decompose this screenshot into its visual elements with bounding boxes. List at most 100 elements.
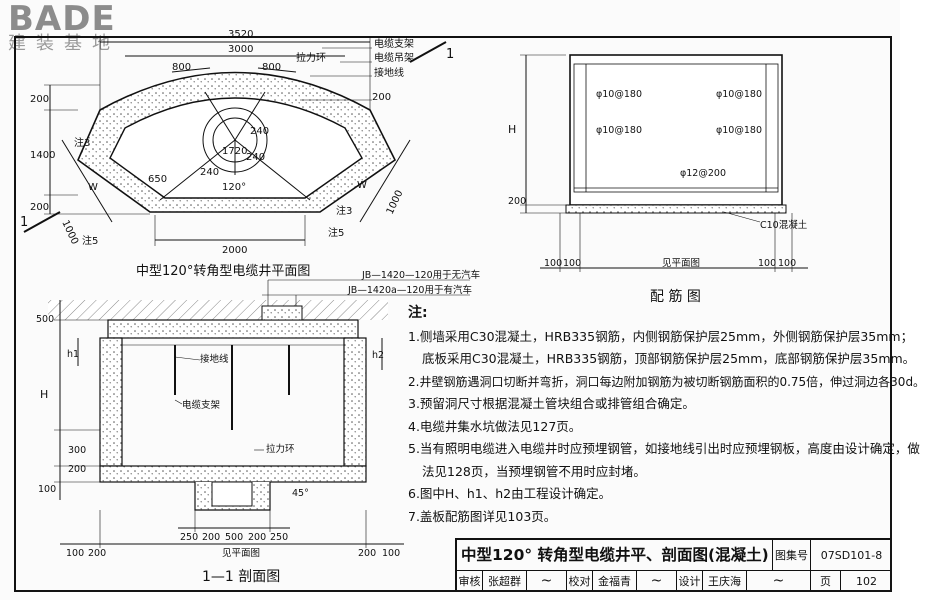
reviewer-signature: ~ — [527, 571, 567, 592]
section-dim-e200b: 200 — [358, 548, 376, 559]
plan-dim-w2: W — [357, 180, 367, 191]
section-floor — [99, 465, 367, 483]
plan-r240a: 240 — [200, 167, 219, 178]
rebar-caption: 配 筋 图 — [650, 289, 701, 305]
section-label-ground: 接地线 — [200, 353, 229, 365]
checker-signature: ~ — [637, 571, 677, 592]
rebar-base — [565, 204, 787, 214]
section-dim-200: 200 — [68, 464, 86, 475]
plan-note5: 注5 — [82, 234, 98, 247]
logo-brand: BADE — [8, 0, 116, 39]
rebar-dim-base: 见平面图 — [662, 258, 700, 269]
note-line: 6.图中H、h1、h2由工程设计确定。 — [408, 486, 612, 501]
plan-dim-total: 3520 — [228, 29, 253, 40]
section-dim-e200a: 200 — [88, 548, 106, 559]
rebar-label-5: φ12@200 — [680, 168, 726, 179]
rebar-texts: φ10@180 φ10@180 φ10@180 φ10@180 φ12@200 … — [508, 89, 808, 269]
rebar-dim-100a: 100 — [544, 258, 562, 269]
designer-name: 王庆海 — [703, 571, 747, 592]
note-line: 5.当有照明电缆进入电缆井时应预埋钢管，如接地线引出时应预埋钢板，高度由设计确定… — [408, 441, 920, 456]
note-line: 底板采用C30混凝土，HRB335钢筋，顶部钢筋保护层25mm，底部钢筋保护层3… — [422, 351, 916, 366]
note-line: 7.盖板配筋图详见103页。 — [408, 508, 557, 524]
section-right-wall — [343, 337, 367, 467]
signature-row: 审核 张超群 ~ 校对 金福青 ~ 设计 王庆海 ~ 页 102 — [457, 571, 892, 592]
section-left-wall — [99, 337, 123, 467]
plan-view — [23, 38, 447, 246]
rebar-dim-h: H — [508, 123, 516, 136]
atlas-label: 图集号 — [773, 540, 811, 571]
section-texts: JB—1420—120用于无汽车 JB—1420a—120用于有汽车 500 h… — [36, 269, 480, 559]
plan-dim-1000a: 1000 — [59, 219, 80, 247]
checker-name: 金福青 — [593, 571, 637, 592]
section-cover — [107, 319, 359, 339]
atlas-number: 07SD101-8 — [811, 540, 892, 571]
section-dim-200a: 200 — [202, 532, 220, 543]
rebar-label-4: φ10@180 — [716, 125, 762, 136]
review-label: 审核 — [457, 571, 483, 592]
plan-r1720: 1720 — [222, 146, 247, 157]
plan-r240c: 240 — [246, 152, 265, 163]
section-dim-e100a: 100 — [66, 548, 84, 559]
plan-note3b: 注3 — [336, 204, 352, 217]
plan-cut-mark2: 1 — [446, 47, 454, 62]
note-line: 3.预留洞尺寸根据混凝土管块组合或排管组合确定。 — [408, 396, 695, 411]
plan-dim-seg2: 800 — [262, 62, 281, 73]
plan-dim-seg: 800 — [172, 62, 191, 73]
title-block: 中型120° 转角型电缆井平、剖面图(混凝土) 图集号 07SD101-8 审核… — [455, 538, 892, 592]
rebar-outline — [569, 54, 783, 206]
section-opening-frame — [261, 305, 303, 321]
note-line: 1.侧墙采用C30混凝土，HRB335钢筋，内侧钢筋保护层25mm，外侧钢筋保护… — [408, 328, 914, 344]
plan-note3: 注3 — [74, 136, 90, 149]
section-jb2: JB—1420a—120用于有汽车 — [347, 284, 472, 296]
section-dim-e100b: 100 — [382, 548, 400, 559]
drawing-frame — [14, 36, 892, 592]
section-view — [48, 279, 470, 548]
rebar-dim-100c: 100 — [758, 258, 776, 269]
watermark-logo: BADE 建装基地 — [8, 2, 120, 54]
section-caption: 1—1 剖面图 — [202, 569, 281, 585]
plan-dim-base: 2000 — [222, 245, 247, 256]
note-line: 法见128页，当预埋钢管不用时应封堵。 — [422, 463, 646, 479]
plan-label-ground: 接地线 — [374, 66, 404, 79]
plan-r240b: 240 — [250, 126, 269, 137]
section-label-pull: 拉力环 — [266, 443, 295, 455]
section-dim-h1: h1 — [67, 349, 79, 360]
plan-texts: 3520 3000 800 800 2000 200 1400 200 1000… — [20, 29, 454, 256]
plan-dim-left200b: 200 — [30, 202, 49, 213]
section-dim-h2: h2 — [372, 350, 384, 361]
plan-note5b: 注5 — [328, 226, 344, 239]
section-dim-250b: 250 — [270, 532, 288, 543]
plan-label-pull: 拉力环 — [296, 51, 326, 64]
section-dim-base: 见平面图 — [222, 548, 260, 559]
rebar-label-c10: C10混凝土 — [760, 219, 808, 231]
section-dim-500b: 500 — [225, 532, 243, 543]
note-line: 4.电缆井集水坑做法见127页。 — [408, 418, 582, 434]
notes-heading: 注: — [408, 305, 428, 321]
plan-dim-left1400: 1400 — [30, 150, 55, 161]
section-dim-250a: 250 — [180, 532, 198, 543]
rebar-view — [520, 54, 808, 272]
page-number: 102 — [856, 575, 877, 588]
note-line: 2.井壁钢筋遇洞口切断并弯折，洞口每边附加钢筋为被切断钢筋面积的0.75倍，伸过… — [408, 374, 925, 389]
check-label: 校对 — [567, 571, 593, 592]
plan-label-support: 电缆支架 — [374, 37, 414, 50]
page-label: 页 — [811, 571, 841, 592]
rebar-label-3: φ10@180 — [716, 89, 762, 100]
plan-dim-650: 650 — [148, 174, 167, 185]
designer-signature: ~ — [747, 571, 811, 592]
drawing-canvas: 3520 3000 800 800 2000 200 1400 200 1000… — [20, 29, 808, 559]
rebar-dim-200: 200 — [508, 196, 526, 207]
section-dim-h: H — [40, 388, 48, 401]
rebar-label-2: φ10@180 — [596, 125, 642, 136]
plan-label-hanger: 电缆吊架 — [374, 51, 414, 64]
section-jb1: JB—1420—120用于无汽车 — [361, 269, 480, 281]
drawing-title: 中型120° 转角型电缆井平、剖面图(混凝土) — [457, 540, 773, 571]
design-label: 设计 — [677, 571, 703, 592]
plan-dim-1000b: 1000 — [385, 189, 406, 217]
plan-dim-inner: 3000 — [228, 44, 253, 55]
rebar-dim-100b: 100 — [563, 258, 581, 269]
notes-block: 注: 1.侧墙采用C30混凝土，HRB335钢筋，内侧钢筋保护层25mm，外侧钢… — [408, 302, 925, 528]
reviewer-name: 张超群 — [483, 571, 527, 592]
plan-dim-r200: 200 — [372, 92, 391, 103]
drawing-sheet: BADE 建装基地 — [8, 2, 925, 592]
